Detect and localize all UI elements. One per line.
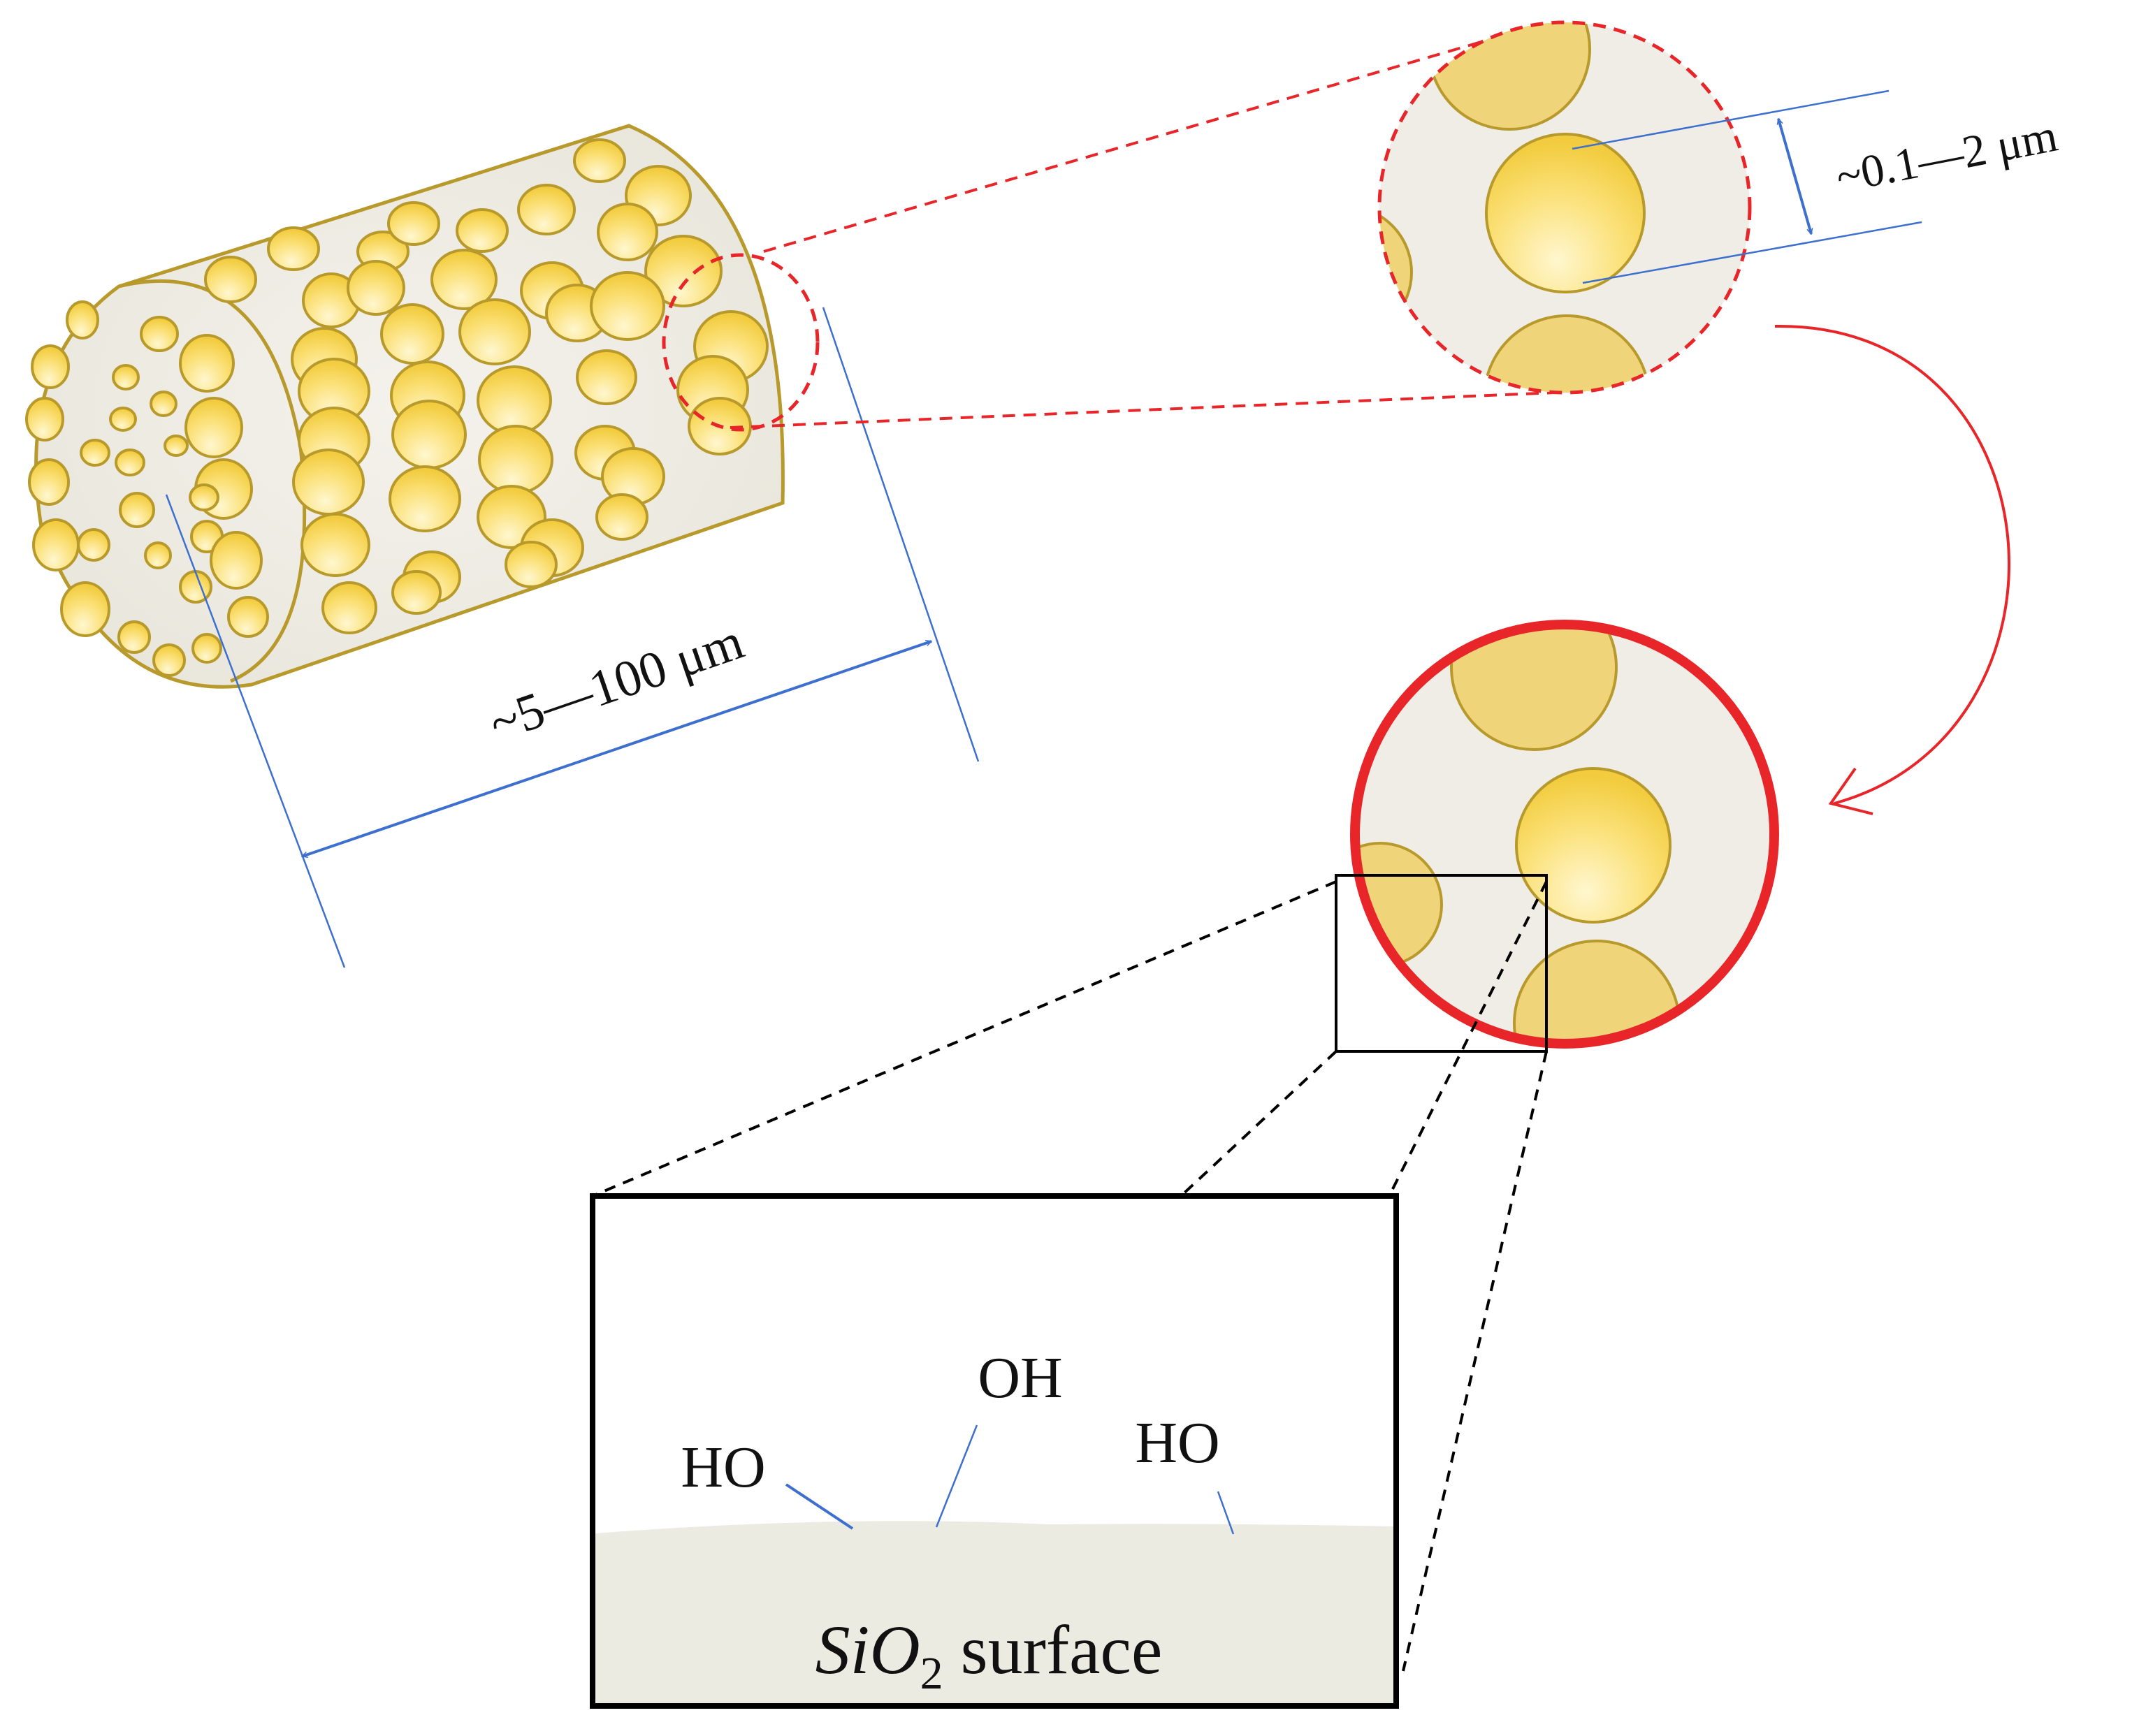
fiber-pore [77,528,110,562]
fiber-pore [456,208,509,253]
fiber-pore [505,541,558,588]
fiber-pore [391,570,442,615]
surface-word: surface [943,1611,1163,1688]
hydroxyl-label-left: HO [681,1435,765,1500]
fiber-pore [191,633,222,664]
fiber-pore [25,397,64,442]
extension-line-right [822,307,980,762]
fiber-pore [115,448,145,476]
fiber-pore [119,492,155,528]
zoom-source-marker [662,253,820,432]
fiber-pore [189,483,219,511]
fiber-pore [117,620,151,654]
fiber-pore [66,300,99,340]
fiber-pore [227,596,269,638]
fiber-pore [380,303,444,365]
pore-center-2 [1515,767,1671,924]
surface-formula: SiO [815,1611,920,1688]
pore-bottom-partial [1483,314,1651,393]
pore-size-arrow [1778,119,1811,234]
fiber-pore [144,541,172,569]
surface-projection-lines [592,880,1548,1672]
fiber-pore [267,226,320,271]
fiber-pore [164,435,189,457]
fiber-pore [109,407,137,432]
pore-top-partial-2 [1450,625,1618,751]
zoom-projection-top [763,38,1489,253]
fiber-pore [140,316,179,352]
bond-ho-left [785,1483,854,1530]
fiber-pore [644,235,723,307]
zoom-boundary-solid [1350,620,1779,1049]
fiber-pore [478,425,553,495]
hydroxyl-label-right: HO [1135,1410,1219,1475]
fiber-pore [60,581,110,637]
fiber-pore [391,400,467,469]
fiber-pore [430,249,498,310]
fiber-pore [321,581,377,634]
fiber-pore [387,201,440,246]
pore-size-label: ~0.1—2 μm [1832,110,2061,203]
fiber-pore [32,518,80,571]
surface-selection-box [1335,874,1548,1053]
fiber-pore [184,397,243,458]
fiber-pore [595,493,648,541]
fiber-pore [576,349,637,405]
fiber-pore [300,513,370,577]
fiber-pores [25,138,769,677]
fiber-pore [597,203,658,261]
hydroxyl-label-center: OH [978,1345,1062,1410]
pore-center [1485,133,1646,293]
pore-extension-top [1572,89,1890,150]
bond-oh-center [935,1424,978,1528]
fiber-pore [517,184,576,235]
extension-line-left [165,494,346,968]
pore-extension-bottom [1582,221,1922,284]
sio2-surface-panel: HO OH HO SiO2 surface [590,1193,1399,1709]
fiber-pore [112,364,140,391]
fiber-pore [152,643,186,677]
fiber-pore [477,365,552,435]
surface-layer [595,1521,1393,1703]
zoom-projection-bottom [730,391,1556,429]
surface-subscript: 2 [920,1648,943,1699]
zoom-boundary-dashed [1377,20,1752,395]
fiber-pore [458,298,531,365]
surface-caption: SiO2 surface [815,1611,1163,1699]
fiber-pore [28,458,70,506]
fiber-pore [150,391,177,417]
fiber-pore [179,570,212,604]
fiber-pore [347,260,405,316]
fiber-length-label: ~5—100 μm [482,613,750,753]
fiber-pore [210,531,263,590]
porous-fiber-cylinder [25,124,785,689]
bond-ho-right [1217,1491,1235,1535]
pore-zoom-dashed [1377,20,1752,395]
fiber-pore [292,448,365,516]
fiber-pore [389,465,461,532]
magnify-arrow [1774,324,2010,815]
fiber-pore [204,256,257,303]
fiber-pore [590,271,665,341]
fiber-pore [573,138,626,183]
fiber-length-arrow [302,641,931,856]
fiber-pore [31,344,70,389]
fiber-pore [179,334,235,393]
pore-left-partial [1379,205,1413,340]
fiber-pore [80,439,110,467]
